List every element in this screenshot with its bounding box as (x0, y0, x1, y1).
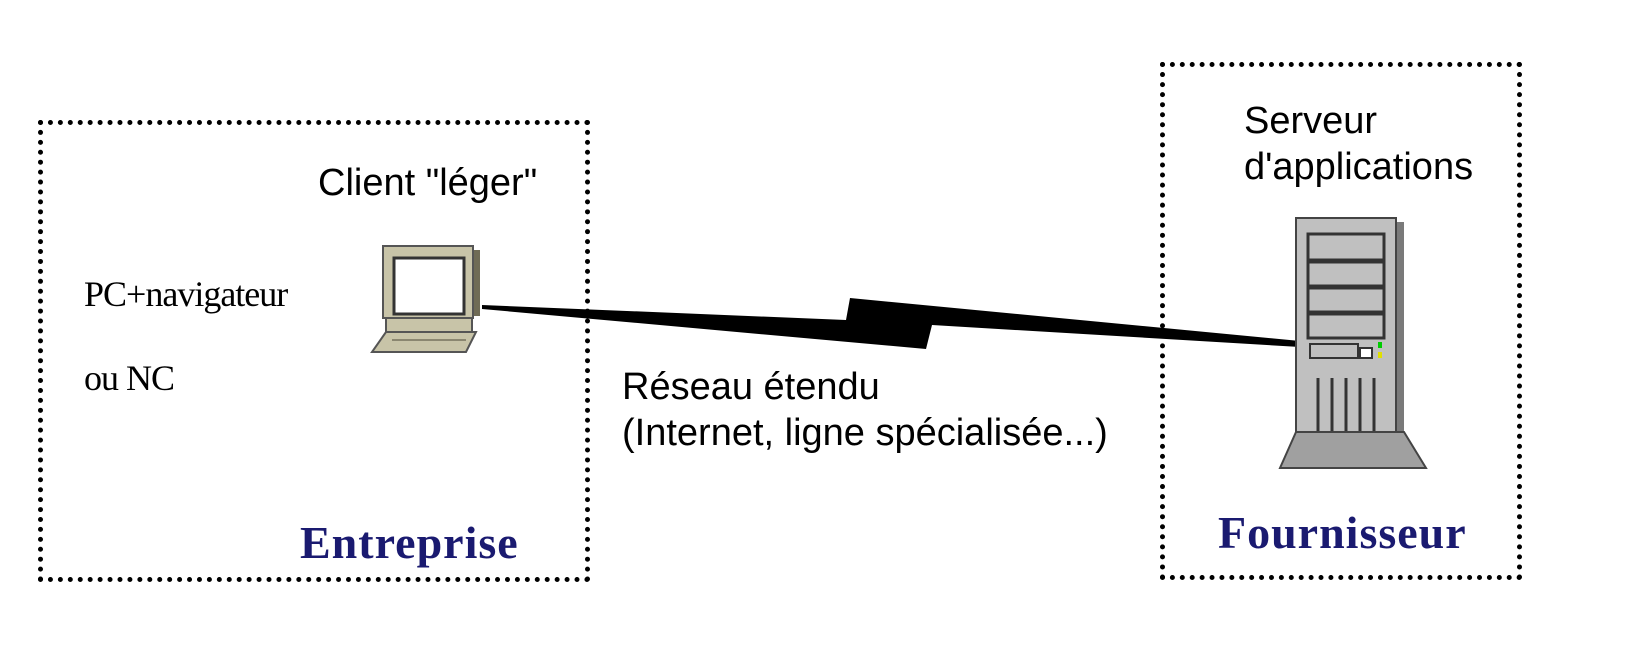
server-label: Serveur d'applications (1244, 98, 1473, 190)
laptop-computer-icon (370, 245, 480, 353)
nc-label: ou NC (84, 358, 175, 398)
network-label-line2: (Internet, ligne spécialisée...) (622, 412, 1108, 454)
fournisseur-boundary (1160, 62, 1522, 580)
pc-navigator-label: PC+navigateur (84, 274, 288, 314)
server-label-line2: d'applications (1244, 146, 1474, 188)
network-label: Réseau étendu (Internet, ligne spécialis… (622, 364, 1108, 456)
network-label-line1: Réseau étendu (622, 366, 880, 408)
server-label-line1: Serveur (1244, 100, 1378, 142)
entreprise-boundary (38, 120, 590, 582)
fournisseur-title: Fournisseur (1218, 507, 1467, 558)
wan-link-line (482, 298, 1300, 349)
tower-server-icon (1278, 217, 1428, 469)
client-label: Client "léger" (318, 162, 538, 204)
entreprise-title: Entreprise (300, 517, 519, 568)
